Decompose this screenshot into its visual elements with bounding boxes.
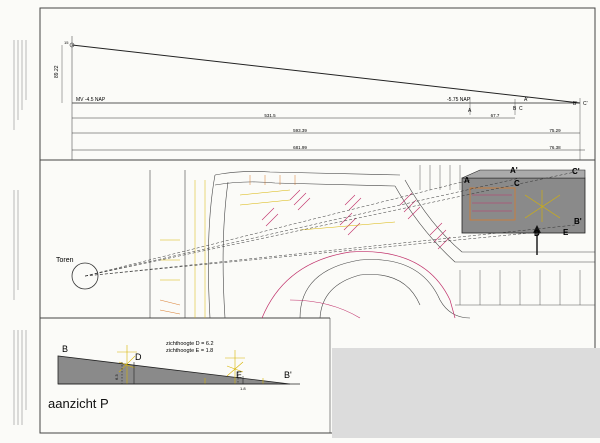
plan-section: Toren A A' C C' D E B' xyxy=(56,165,595,319)
parking-rows xyxy=(419,165,595,306)
plan-label-a: A xyxy=(464,176,470,185)
plan-label-b-prime: B' xyxy=(574,217,582,226)
plan-label-c-prime: C' xyxy=(572,167,580,176)
elevation-label-d: D xyxy=(135,352,142,362)
plan-label-e: E xyxy=(563,228,569,237)
building xyxy=(461,169,586,255)
elevation-label-b: B xyxy=(62,344,68,354)
dim-d-height: 6.3 xyxy=(114,374,119,380)
margin-notes xyxy=(13,40,27,425)
point-a-label: A xyxy=(468,108,472,114)
left-height-dim: 89.22 xyxy=(54,65,60,78)
point-c-prime-label: C' xyxy=(583,101,588,107)
profile-section: 89.22 15 MV -4.5 NAP -5.75 NAP A B C A' … xyxy=(54,36,588,160)
sight-rays xyxy=(84,171,576,277)
eye-point xyxy=(69,42,75,48)
sight-height-e: zichthoogte E = 1.8 xyxy=(166,348,213,354)
elevation-label-b-prime: B' xyxy=(284,370,292,380)
elevation-trees xyxy=(117,345,264,384)
point-c-label: C xyxy=(519,106,523,112)
road-lines xyxy=(149,170,595,319)
nap-right-label: -5.75 NAP xyxy=(447,97,471,103)
dim-e-height: 1.8 xyxy=(240,386,246,391)
sight-line xyxy=(71,44,581,104)
orange-lines xyxy=(159,175,296,315)
dim-593-39: 593.39 xyxy=(293,128,307,133)
sight-height-d: zichthoogte D = 6.2 xyxy=(166,341,214,347)
tower-circle xyxy=(71,262,99,290)
elevation-posts xyxy=(121,362,244,384)
grey-overlay xyxy=(332,348,600,438)
point-a-prime-label: A' xyxy=(524,97,528,103)
elevation-section: B B' D E zichthoogte D = 6.2 zichthoogte… xyxy=(57,341,300,391)
plan-label-c: C xyxy=(514,179,520,188)
magenta-hatching xyxy=(261,189,451,319)
dim-67-7: 67.7 xyxy=(491,113,500,118)
elevation-title: aanzicht P xyxy=(48,396,109,411)
dim-681-99: 681.99 xyxy=(293,145,307,150)
plan-label-d: D xyxy=(534,229,540,238)
plan-label-a-prime: A' xyxy=(510,166,518,175)
dim-75-29: 75.29 xyxy=(549,128,561,133)
elevation-label-e: E xyxy=(236,370,242,380)
sheet-frame xyxy=(39,7,596,434)
elevation-wedge xyxy=(57,355,291,385)
dim-531-5: 531.5 xyxy=(264,113,276,118)
point-b-label: B xyxy=(513,106,517,112)
point-b-prime-label: B' xyxy=(573,101,577,107)
magenta-road-edge xyxy=(261,251,456,319)
dim-76-38: 76.38 xyxy=(549,145,561,150)
mv-label: MV -4.5 NAP xyxy=(76,97,106,103)
left-tick-dim: 15 xyxy=(64,40,69,45)
tower-label: Toren xyxy=(56,257,74,264)
yellow-lines xyxy=(160,180,396,318)
